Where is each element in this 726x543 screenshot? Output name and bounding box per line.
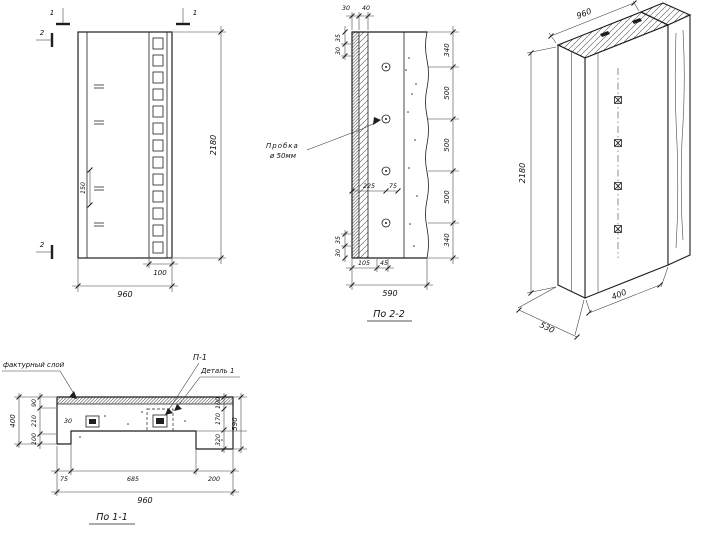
dim-line: [585, 266, 669, 314]
dim-chain: 200: [208, 476, 220, 483]
cut-mark-label: 2: [40, 29, 45, 37]
section-1-1-dimensions: 400 90 210 100 30 100 170 320 590 75 685…: [9, 393, 247, 505]
facture-layer-hatch: [57, 397, 233, 404]
dim-channel: 100: [153, 269, 167, 277]
dim-chain: 500: [443, 138, 451, 152]
dim-top: 30: [342, 5, 350, 12]
section-outline: [351, 31, 428, 259]
dim-notch: 30: [64, 418, 72, 425]
section-markers: 1 1 2 2: [36, 8, 197, 259]
dim-chain: 340: [443, 43, 451, 57]
void-cells: [152, 37, 164, 254]
inner-layer-hatch: [359, 32, 368, 258]
dim-depth: 400: [610, 288, 628, 302]
dim-line: [428, 26, 459, 264]
dim-inner: 225: [363, 183, 375, 190]
section-2-2-view: Пробка ø 50мм 30 40 35 30 35 30 105 45: [266, 5, 459, 322]
callout-labels: фактурный слой П-1 Деталь 1: [2, 353, 240, 415]
leader-line: [174, 376, 240, 411]
dim-line: [526, 46, 557, 294]
dim-left-total: 400: [9, 414, 17, 428]
embedded-anchors: [85, 408, 174, 432]
section-outline: [56, 396, 234, 450]
dim-line: [14, 393, 56, 448]
dim-chain: 100: [215, 397, 222, 409]
dim-line: [346, 259, 394, 272]
front-dimensions: 150 100 960 2180: [72, 26, 226, 299]
section-2-2-title: По 2-2: [373, 309, 405, 320]
front-face: [584, 24, 669, 299]
facture-layer-hatch: [352, 32, 359, 258]
mark-label: П-1: [193, 353, 207, 362]
top-anchor: [600, 31, 610, 37]
section-1-1-title: По 1-1: [96, 512, 128, 523]
dim-left: 30: [335, 47, 342, 55]
dim-chain: 75: [60, 476, 68, 483]
leader-line: [165, 362, 200, 415]
dim-line: [517, 286, 585, 338]
section-1-1-view: фактурный слой П-1 Деталь 1 400 90 210 1…: [2, 353, 247, 525]
plug-label-line1: Пробка: [266, 142, 299, 150]
cut-mark-label: 1: [193, 9, 197, 17]
dim-inner: 75: [389, 183, 397, 190]
detail-label: Деталь 1: [200, 367, 234, 375]
dim-chain: 500: [443, 86, 451, 100]
dim-left: 35: [335, 236, 342, 244]
dim-bottom: 105: [358, 260, 370, 267]
leader-arrow: [165, 408, 173, 415]
leader-arrow: [69, 391, 77, 399]
leader-arrow: [174, 404, 182, 411]
panel-inner-lines: [86, 32, 168, 258]
leader-line: [2, 370, 77, 398]
dim-width: 590: [382, 289, 397, 298]
facture-label: фактурный слой: [3, 361, 65, 369]
top-anchor: [632, 18, 642, 24]
leader-arrow: [373, 117, 381, 125]
plug-holes: [381, 62, 391, 228]
cut-mark-label: 1: [50, 9, 54, 17]
dim-left: 35: [335, 34, 342, 42]
dim-chain: 500: [443, 190, 451, 204]
front-elevation-view: 1 1 2 2 150 100 960 2180: [36, 8, 226, 299]
dim-chain: 320: [215, 434, 222, 446]
dim-line: [39, 393, 56, 449]
dim-width: 960: [117, 290, 132, 299]
dim-width: 960: [575, 7, 593, 21]
dim-height: 2180: [209, 135, 218, 155]
break-wavy-edge: [425, 31, 429, 259]
right-face: [667, 14, 691, 266]
detail-callout-box: [146, 408, 174, 432]
panel-outline: [77, 31, 173, 259]
axonometric-view: 960 2180 400 530: [516, 0, 692, 340]
dim-left: 30: [335, 249, 342, 257]
section-layer-lines: [358, 32, 405, 258]
plug-label-line2: ø 50мм: [269, 152, 297, 160]
dim-chain: 90: [31, 399, 38, 407]
plug-callout: Пробка ø 50мм: [266, 117, 381, 160]
axon-dimensions: 960 2180 400 530: [516, 0, 669, 340]
dim-chain: 210: [31, 415, 38, 427]
dim-bottom: 45: [380, 260, 388, 267]
concrete-speckle: [79, 411, 223, 441]
dim-chain: 100: [31, 433, 38, 445]
dim-right-total: 590: [231, 417, 239, 431]
concrete-speckle: [405, 57, 418, 247]
joint-marks: [94, 84, 104, 227]
dim-spacing: 150: [80, 182, 87, 194]
cut-mark-label: 2: [40, 241, 45, 249]
dim-chain: 170: [215, 413, 222, 425]
anchor-marks: [600, 18, 642, 233]
section-2-2-dimensions: 30 40 35 30 35 30 105 45 590 340 500 500…: [335, 5, 459, 298]
dim-bottom-total: 960: [137, 496, 152, 505]
dim-top: 40: [362, 5, 370, 12]
dim-line: [51, 445, 239, 496]
dim-line: [173, 26, 226, 264]
dim-line: [346, 12, 374, 30]
right-face-texture: [674, 29, 685, 249]
dim-height: 2180: [518, 163, 527, 183]
dim-chain: 685: [127, 476, 139, 483]
dim-chain: 340: [443, 233, 451, 247]
dim-depth-total: 530: [538, 320, 556, 335]
